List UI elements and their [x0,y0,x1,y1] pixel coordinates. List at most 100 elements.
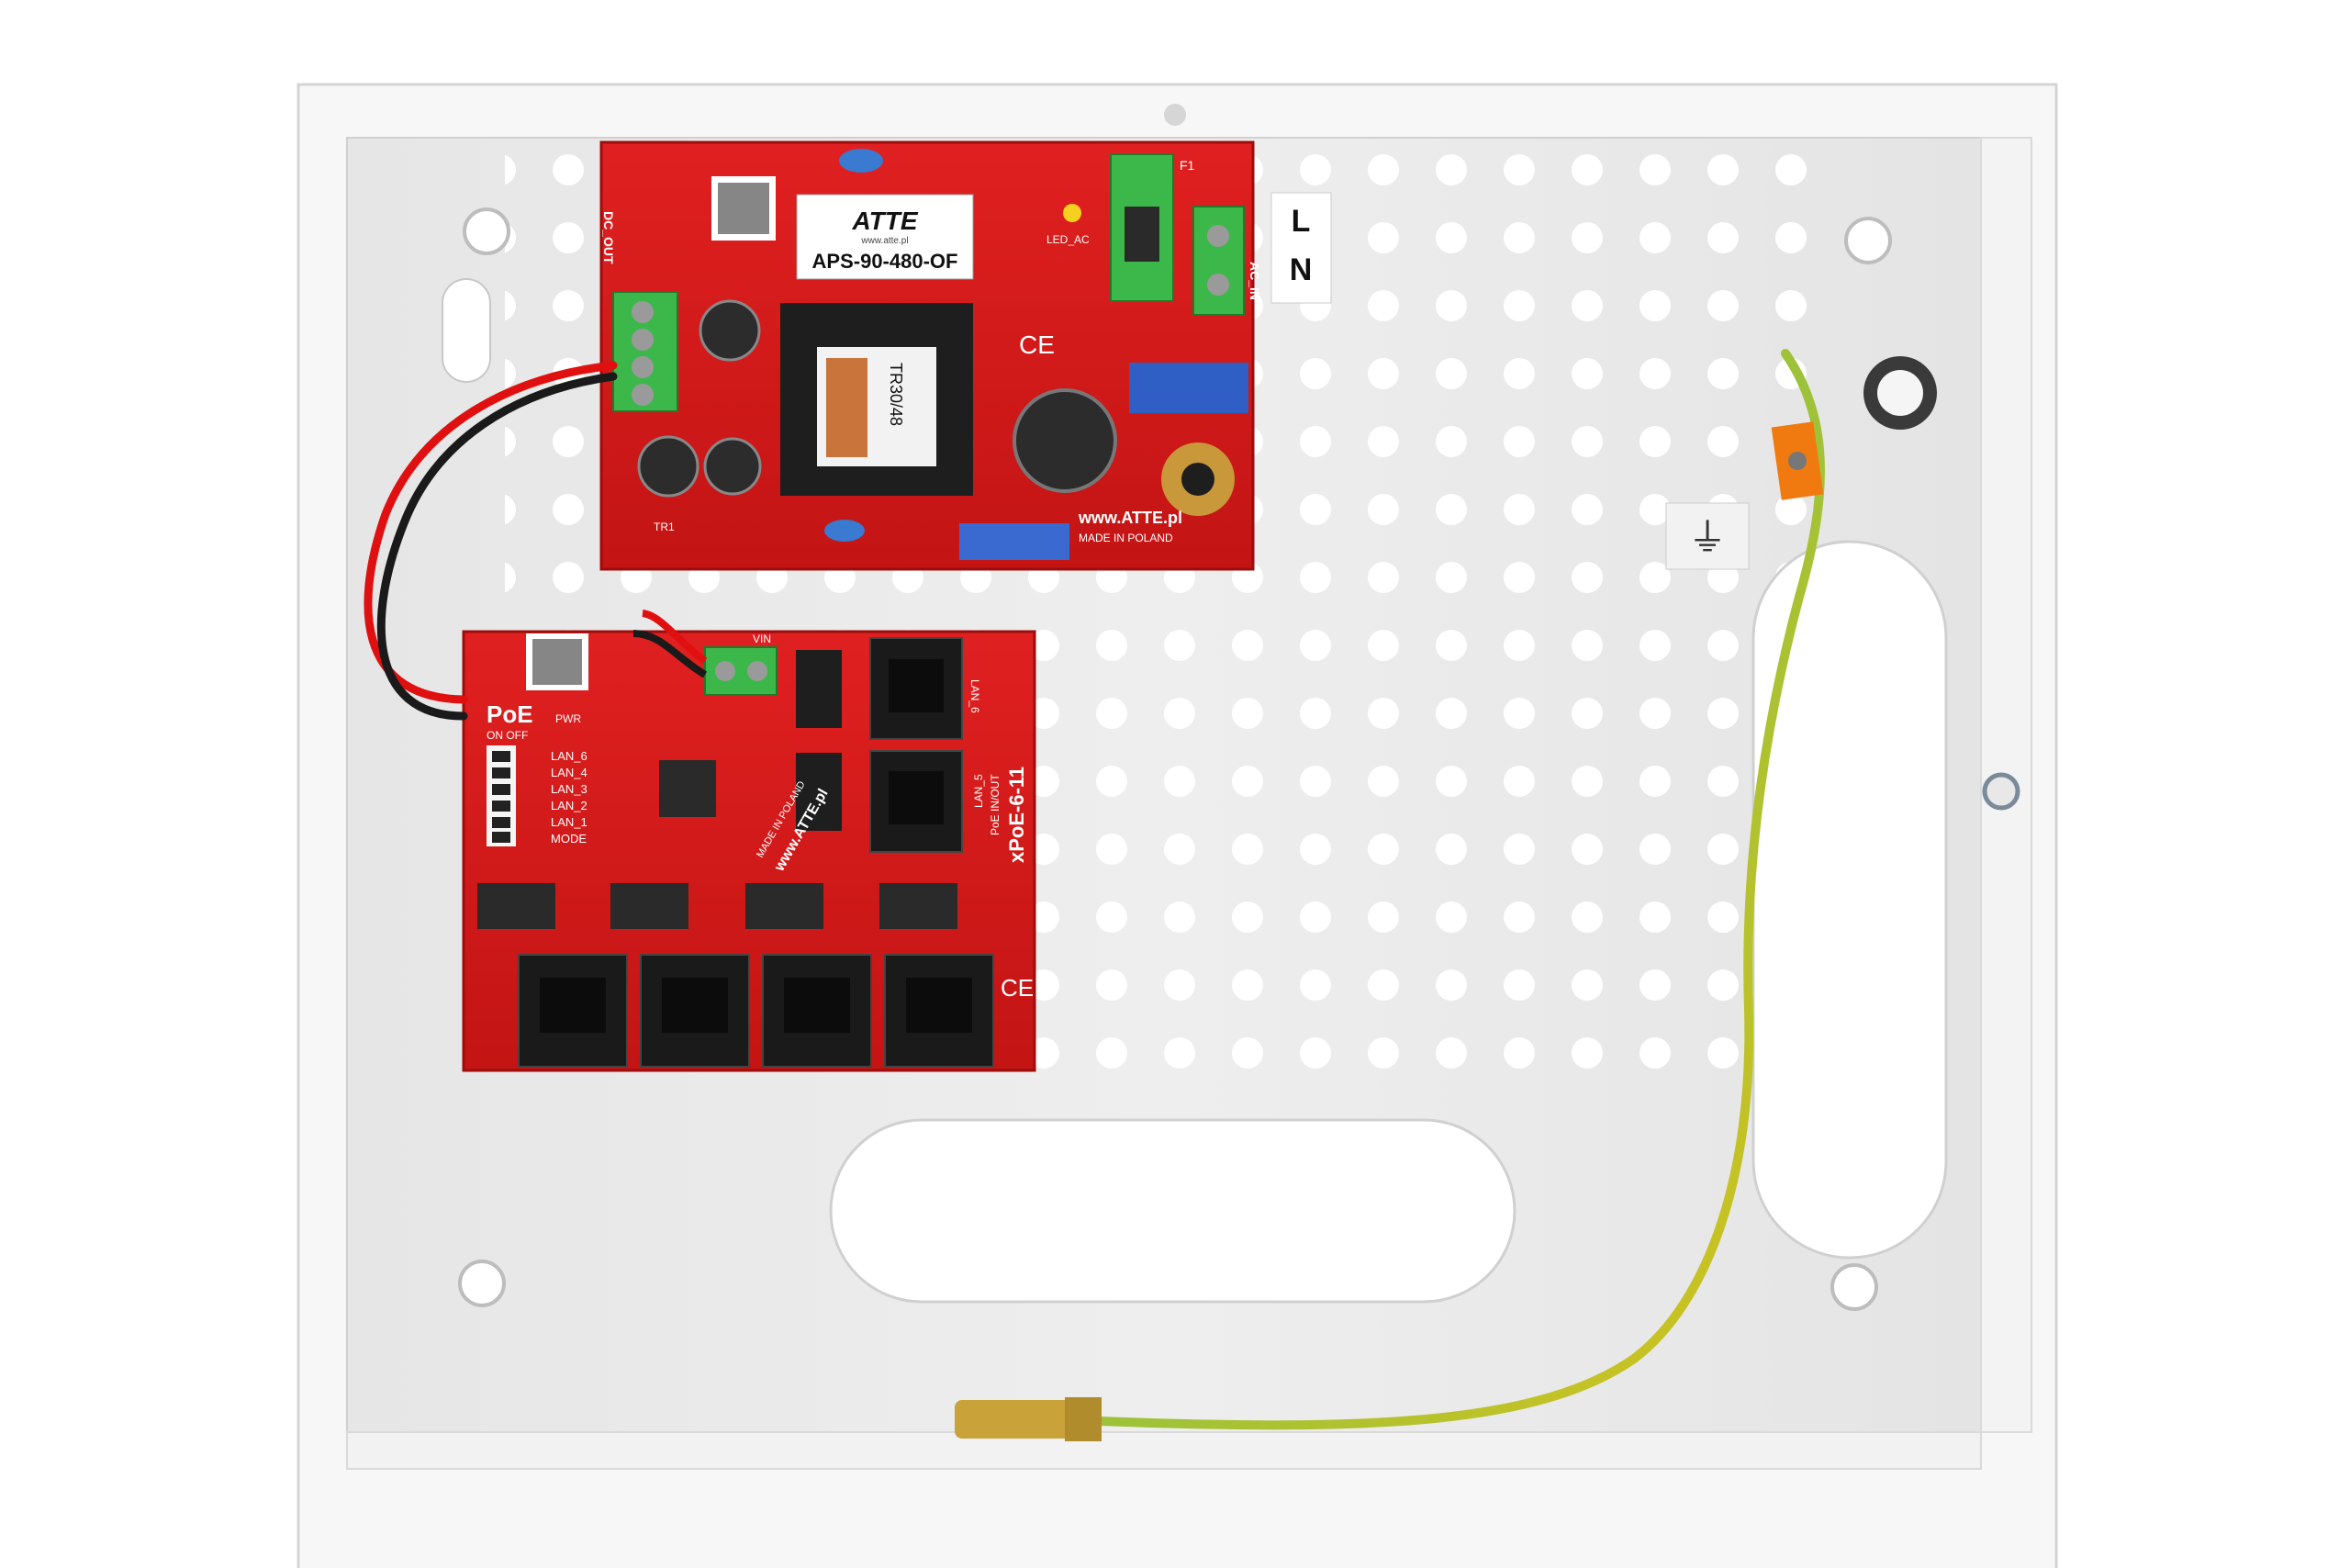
mains-label-neutral: N [1290,252,1313,287]
dip-toggle-2 [492,767,510,778]
psu-brand-url: www.atte.pl [860,236,908,246]
poe-chip-1 [477,883,555,929]
ground-lug-crimp [1065,1397,1102,1441]
poe-port-label-top: LAN_6 [968,679,981,713]
ground-clamp-screw [1788,452,1807,470]
poe-vin-label: VIN [753,633,771,645]
poe-magnetics-1 [796,650,842,728]
dc-terminal-screw-1 [632,301,654,323]
dc-terminal-screw-4 [632,384,654,406]
side-screw [1982,772,2020,811]
mount-screw-bottom-left [458,1260,506,1307]
psu-blue-label [959,523,1069,560]
mains-label-sticker: L N [1270,192,1332,304]
poe-pwr-label: PWR [555,712,581,725]
poe-port-label-side: LAN_5 [972,774,985,808]
dip-toggle-1 [492,751,510,762]
poe-controller-chip [659,760,716,817]
poe-terminal-screw-2 [747,661,767,681]
ground-label-sticker: ⏚ [1665,502,1750,570]
port-lan2-socket [662,978,728,1033]
psu-capacitor-2 [637,435,699,498]
mount-screw-bottom-right [1830,1263,1878,1311]
psu-fuse-label: F1 [1180,158,1195,173]
cable-grommet-inner [1877,370,1923,416]
poe-chip-3 [745,883,823,929]
ac-terminal-screw-2 [1207,274,1229,296]
poe-dip-switch [487,745,516,846]
mains-label-line: L [1292,204,1311,239]
top-center-hole [1164,104,1186,126]
mount-screw-top-left [463,207,510,255]
port-lan6-socket [889,659,944,712]
psu-qr-pattern [718,183,769,234]
dip-toggle-5 [492,817,510,828]
ground-wire [1097,349,1825,1430]
psu-ac-in-label: AC_IN [1248,262,1262,300]
poe-dip-label: LAN_6 [551,749,588,763]
cable-opening-bottom [829,1118,1516,1304]
psu-website: www.ATTE.pl [1078,509,1182,527]
poe-input-wire-black [632,630,708,678]
poe-dip-label: LAN_4 [551,766,588,779]
psu-transformer-label: TR30/48 [887,363,905,426]
psu-board: ATTE www.atte.pl APS-90-480-OF DC_OUT TR… [599,140,1262,571]
mains-label-background [1270,192,1332,304]
poe-chip-2 [610,883,688,929]
psu-y-capacitor-bottom [824,520,865,542]
poe-dip-label-list: LAN_6 LAN_4 LAN_3 LAN_2 LAN_1 MODE [551,749,588,846]
port-lan1-socket [540,978,606,1033]
psu-led-ac-label: LED_AC [1046,233,1090,246]
psu-made-in: MADE IN POLAND [1079,532,1173,544]
port-lan4-socket [906,978,972,1033]
toroid-core [1181,463,1214,496]
psu-brand: ATTE [851,207,918,235]
dc-wires [364,361,708,721]
psu-ac-in-terminal [1192,206,1245,316]
ac-terminal-screw-1 [1207,225,1229,247]
psu-capacitor-large [1013,388,1117,493]
psu-dc-out-label: DC_OUT [601,211,616,264]
dc-wire-black [376,372,618,721]
poe-qr-pattern [532,639,582,685]
poe-port-mode-label: PoE IN/OUT [989,774,1002,835]
dip-toggle-3 [492,784,510,795]
poe-model: xPoE-6-11 [1005,767,1028,863]
psu-capacitor-1 [699,299,761,362]
ground-symbol: ⏚ [1688,515,1727,560]
dc-terminal-screw-2 [632,329,654,351]
poe-ce-mark: CE [1001,974,1034,1002]
transformer-coil [826,358,867,457]
poe-chip-4 [879,883,957,929]
poe-input-wire-red [642,610,708,665]
port-lan3-socket [784,978,850,1033]
psu-x-capacitor [1129,363,1248,413]
poe-dip-label: LAN_2 [551,799,588,812]
psu-tr1-label: TR1 [654,521,675,533]
dc-terminal-screw-3 [632,356,654,378]
ground-label-background [1665,502,1750,570]
mount-screw-top-right [1844,217,1892,264]
ground-wire-assembly [955,349,1825,1441]
poe-dip-label: LAN_3 [551,782,588,796]
poe-dip-label: MODE [551,832,587,846]
keyhole-mount [442,278,491,383]
psu-capacitor-3 [703,437,762,496]
fuse-window [1125,207,1159,262]
port-lan5-socket [889,771,944,824]
enclosure-bottom-flange [346,1431,1982,1470]
poe-magnetics-2 [796,753,842,831]
psu-label-sticker [796,194,974,280]
poe-dip-label: LAN_1 [551,815,588,829]
psu-y-capacitor-top [839,149,883,173]
psu-ce-mark: CE [1019,330,1055,359]
poe-switch-header: ON OFF [487,729,528,742]
psu-led-ac [1063,204,1081,222]
dip-toggle-6 [492,832,510,843]
poe-terminal-screw-1 [715,661,735,681]
poe-switch-board: VIN PoE PWR ON OFF LAN_6 LAN_4 LAN_3 LAN… [462,630,1036,1072]
dip-toggle-4 [492,801,510,812]
poe-title: PoE [487,700,533,728]
psu-model: APS-90-480-OF [812,250,958,273]
